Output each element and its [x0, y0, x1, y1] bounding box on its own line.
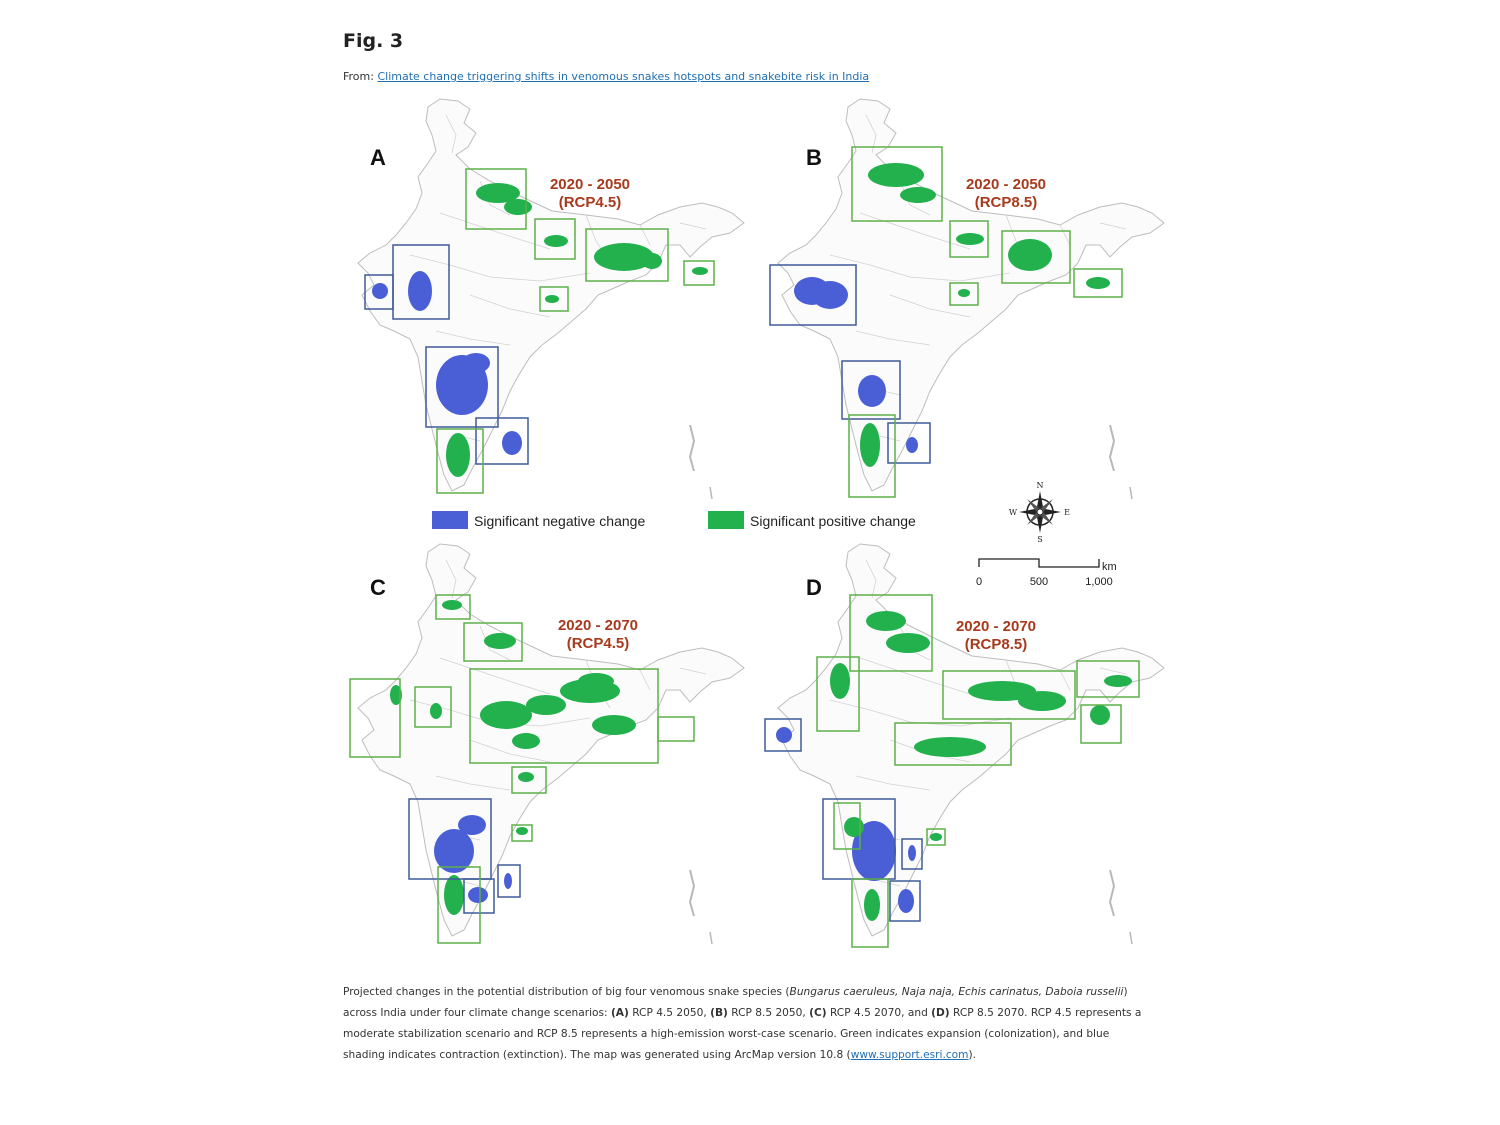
figure-maps: A 2020 - 2050 (RCP4.5) — [349, 98, 1165, 948]
scale-bar: km 0 500 1,000 — [976, 558, 1117, 588]
panel-c: C 2020 - 2070 (RCP4.5) — [349, 543, 745, 945]
scale-tick: 1,000 — [1085, 576, 1113, 588]
panel-letter: A — [370, 145, 386, 170]
scenario-label: (RCP8.5) — [975, 194, 1038, 211]
panel-b: B 2020 - 2050 (RCP8.5) — [769, 98, 1165, 500]
article-link[interactable]: Climate change triggering shifts in veno… — [377, 70, 870, 83]
change-regions-a — [372, 183, 708, 477]
scale-tick: 0 — [976, 576, 982, 588]
esri-link[interactable]: www.support.esri.com — [850, 1049, 969, 1061]
legend: Significant negative change Significant … — [432, 511, 916, 529]
svg-text:E: E — [1064, 508, 1070, 517]
india-map-c — [357, 543, 745, 945]
change-regions-d — [776, 611, 1132, 921]
period-label: 2020 - 2070 — [956, 618, 1036, 635]
panel-d: D 2020 - 2070 (RCP8.5) — [764, 543, 1165, 948]
scale-tick: 500 — [1030, 576, 1048, 588]
svg-text:S: S — [1037, 535, 1042, 544]
svg-text:N: N — [1037, 481, 1044, 490]
scale-unit: km — [1102, 561, 1117, 573]
period-label: 2020 - 2070 — [558, 617, 638, 634]
highlight-boxes-b — [769, 146, 1123, 498]
highlight-boxes-c — [349, 594, 695, 944]
svg-text:W: W — [1009, 508, 1018, 517]
figure-title: Fig. 3 — [343, 30, 404, 52]
figure-caption: Projected changes in the potential distr… — [343, 986, 1142, 1061]
legend-positive-swatch — [708, 511, 744, 529]
scenario-label: (RCP8.5) — [965, 636, 1028, 653]
period-label: 2020 - 2050 — [966, 176, 1046, 193]
legend-negative-label: Significant negative change — [474, 513, 645, 529]
highlight-boxes-d — [764, 594, 1140, 948]
scenario-label: (RCP4.5) — [559, 194, 622, 211]
period-label: 2020 - 2050 — [550, 176, 630, 193]
from-prefix: From: — [343, 70, 378, 83]
panel-letter: D — [806, 575, 822, 600]
north-arrow-icon: N S E W — [1009, 481, 1070, 544]
panel-letter: B — [806, 145, 822, 170]
species-names: Bungarus caeruleus, Naja naja, Echis car… — [789, 986, 1124, 998]
change-regions-c — [390, 600, 636, 915]
source-line: From: Climate change triggering shifts i… — [343, 70, 869, 83]
legend-positive-label: Significant positive change — [750, 513, 916, 529]
panel-a: A 2020 - 2050 (RCP4.5) — [357, 98, 745, 500]
panel-letter: C — [370, 575, 386, 600]
scenario-label: (RCP4.5) — [567, 635, 630, 652]
highlight-boxes-a — [364, 168, 715, 494]
legend-negative-swatch — [432, 511, 468, 529]
change-regions-b — [794, 163, 1110, 467]
